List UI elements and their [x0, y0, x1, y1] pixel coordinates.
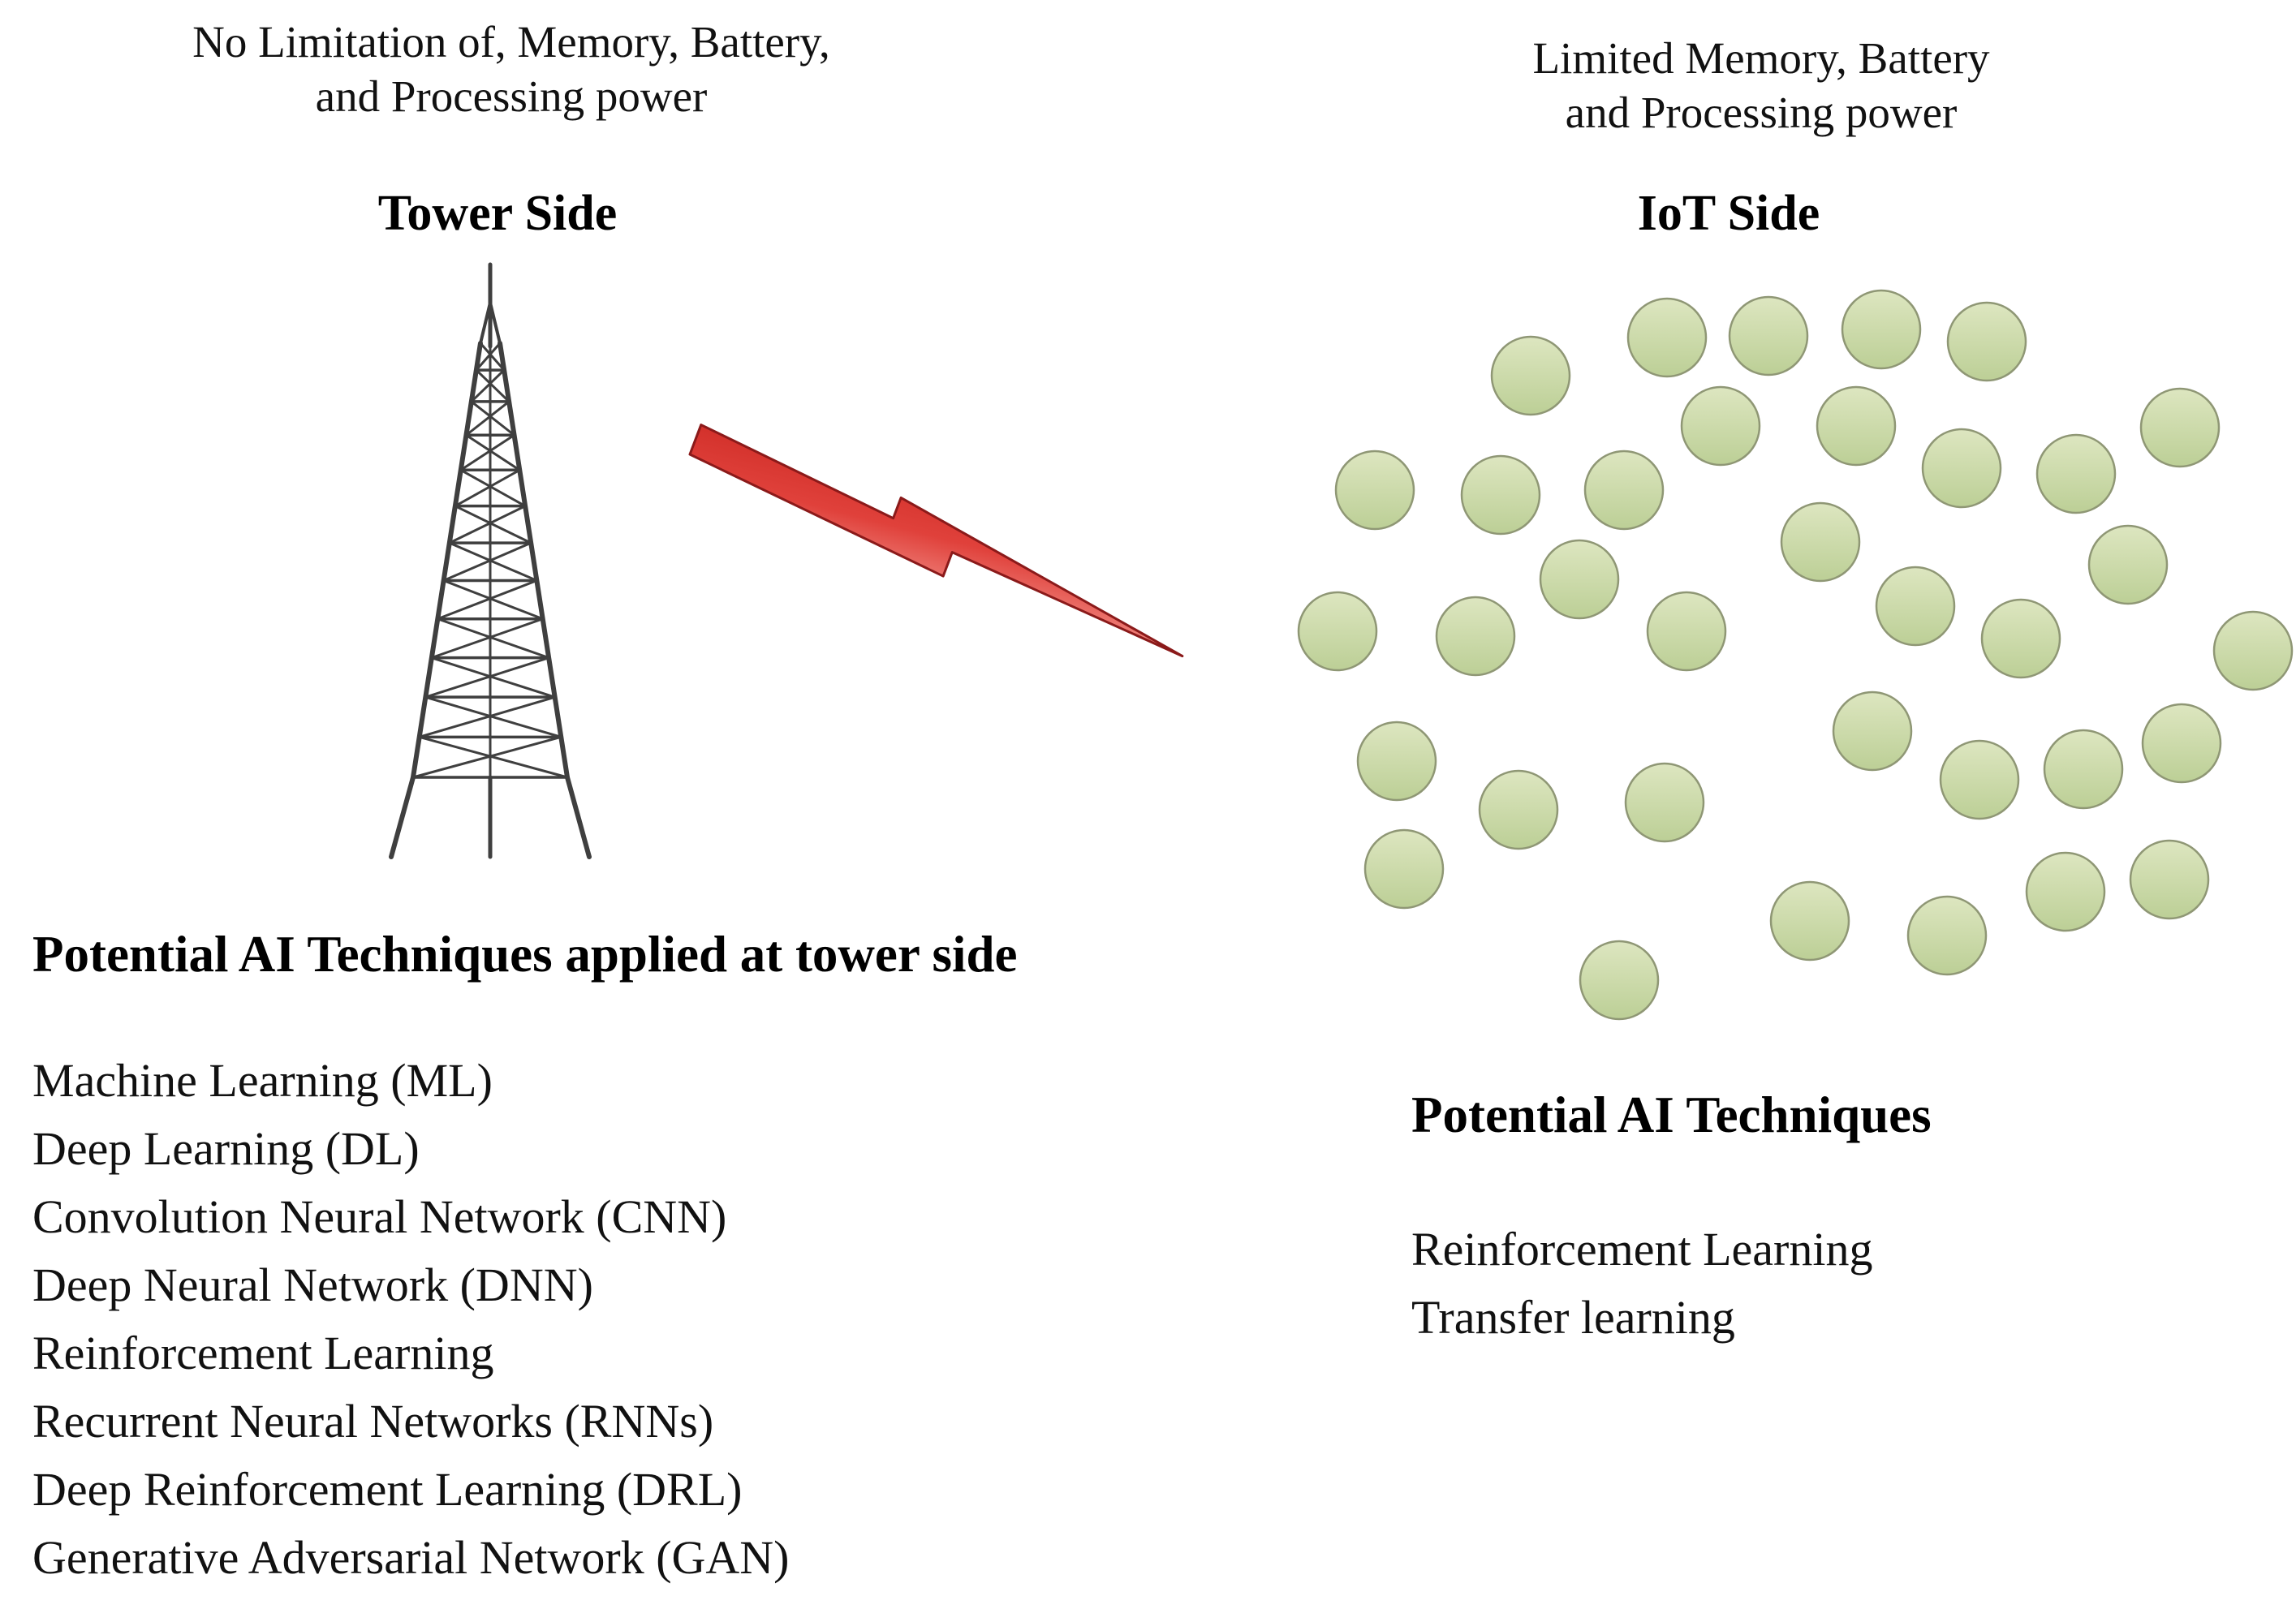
iot-note-line-2: and Processing power	[1565, 88, 1958, 138]
technique-item: Reinforcement Learning	[1411, 1223, 1873, 1276]
iot-device-dot	[1780, 501, 1861, 583]
iot-device-dot	[1579, 940, 1660, 1021]
tower-techniques-list: Machine Learning (ML) Deep Learning (DL) C…	[32, 1047, 789, 1592]
iot-device-dot	[1816, 385, 1897, 467]
iot-device-dot	[1921, 428, 2002, 509]
tower-note-line-2: and Processing power	[315, 71, 708, 122]
iot-device-dot	[1583, 450, 1665, 531]
technique-item: Transfer learning	[1411, 1291, 1735, 1344]
tower-note-line-1: No Limitation of, Memory, Battery,	[192, 17, 830, 67]
iot-side-title: IoT Side	[1637, 186, 1820, 241]
iot-device-dot	[2025, 851, 2106, 932]
iot-device-dot	[1769, 880, 1850, 962]
iot-device-dot	[1435, 596, 1516, 677]
tower-techniques-heading: Potential AI Techniques applied at tower…	[32, 926, 1018, 983]
iot-device-dot	[2129, 839, 2210, 920]
iot-device-dot	[2043, 729, 2124, 810]
tower-constraint-note: No Limitation of, Memory, Battery, and P…	[57, 15, 966, 123]
iot-device-dot	[1875, 566, 1956, 647]
iot-device-dot	[1939, 739, 2020, 820]
iot-device-dot	[1356, 721, 1437, 802]
iot-device-dot	[1624, 762, 1705, 843]
iot-device-dot	[1980, 598, 2061, 679]
iot-device-dot	[2212, 610, 2294, 691]
iot-device-dot	[1478, 769, 1559, 850]
iot-device-dot	[2035, 433, 2117, 514]
iot-device-dot	[1680, 385, 1761, 467]
tower-side-title: Tower Side	[377, 186, 618, 241]
iot-device-dot	[2141, 703, 2222, 784]
iot-device-dot	[1728, 295, 1809, 376]
technique-item: Recurrent Neural Networks (RNNs)	[32, 1395, 714, 1448]
iot-note-line-1: Limited Memory, Battery	[1532, 33, 1990, 83]
iot-device-dot	[1297, 591, 1378, 672]
iot-device-dot	[1490, 335, 1571, 416]
iot-device-dot	[1460, 454, 1541, 536]
iot-device-dot	[1646, 591, 1727, 672]
iot-device-dot	[1626, 297, 1708, 378]
technique-item: Reinforcement Learning	[32, 1327, 494, 1379]
iot-techniques-heading: Potential AI Techniques	[1411, 1086, 1932, 1143]
iot-device-dot	[2139, 387, 2221, 468]
lightning-bolt-shape	[681, 423, 1200, 665]
technique-item: Convolution Neural Network (CNN)	[32, 1190, 727, 1243]
iot-devices-cluster	[1297, 289, 2294, 1021]
iot-device-dot	[2087, 524, 2169, 605]
technique-item: Deep Neural Network (DNN)	[32, 1258, 593, 1311]
technique-item: Deep Learning (DL)	[32, 1122, 420, 1175]
radio-tower-icon	[389, 262, 592, 859]
lightning-bolt-icon	[666, 422, 1234, 698]
iot-device-dot	[1334, 450, 1415, 531]
iot-constraint-note: Limited Memory, Battery and Processing p…	[1380, 31, 2143, 140]
iot-device-dot	[1539, 539, 1620, 620]
technique-item: Generative Adversarial Network (GAN)	[32, 1531, 790, 1584]
technique-item: Machine Learning (ML)	[32, 1054, 493, 1107]
iot-device-dot	[1832, 690, 1913, 772]
iot-device-dot	[1906, 895, 1988, 976]
technique-item: Deep Reinforcement Learning (DRL)	[32, 1463, 743, 1516]
iot-device-dot	[1946, 301, 2027, 382]
iot-device-dot	[1841, 289, 1922, 370]
iot-device-dot	[1363, 828, 1445, 910]
